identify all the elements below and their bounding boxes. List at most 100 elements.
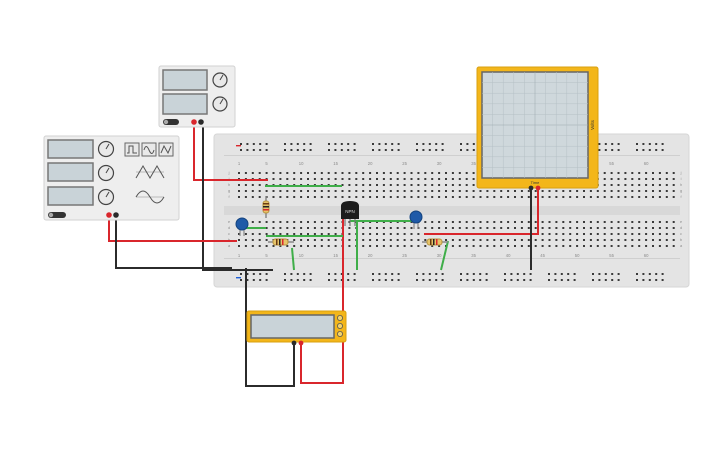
breadboard-hole[interactable]: [244, 239, 247, 241]
breadboard-hole[interactable]: [334, 143, 337, 145]
breadboard-hole[interactable]: [569, 196, 572, 198]
breadboard-hole[interactable]: [334, 196, 337, 198]
mode-a-icon[interactable]: [336, 314, 343, 321]
breadboard-hole[interactable]: [472, 273, 475, 275]
breadboard-hole[interactable]: [514, 190, 516, 192]
multimeter[interactable]: [246, 310, 347, 346]
breadboard-hole[interactable]: [576, 227, 579, 229]
breadboard-hole[interactable]: [286, 245, 289, 247]
breadboard-hole[interactable]: [583, 196, 585, 198]
breadboard-hole[interactable]: [445, 178, 447, 180]
breadboard-hole[interactable]: [438, 227, 441, 229]
breadboard-hole[interactable]: [523, 273, 526, 275]
breadboard-hole[interactable]: [244, 233, 247, 235]
breadboard-hole[interactable]: [624, 196, 627, 198]
breadboard-hole[interactable]: [624, 245, 627, 247]
breadboard-hole[interactable]: [307, 178, 309, 180]
breadboard-hole[interactable]: [320, 239, 323, 241]
breadboard-hole[interactable]: [424, 245, 427, 247]
breadboard-hole[interactable]: [603, 172, 606, 174]
breadboard-hole[interactable]: [309, 149, 312, 151]
breadboard-hole[interactable]: [665, 196, 668, 198]
breadboard-hole[interactable]: [246, 273, 249, 275]
breadboard-hole[interactable]: [309, 273, 312, 275]
power-supply-knob-bottom[interactable]: [212, 96, 228, 112]
breadboard-hole[interactable]: [424, 239, 427, 241]
breadboard-hole[interactable]: [320, 221, 323, 223]
breadboard-hole[interactable]: [624, 178, 627, 180]
breadboard-hole[interactable]: [541, 227, 544, 229]
breadboard-hole[interactable]: [631, 172, 634, 174]
breadboard-hole[interactable]: [500, 190, 503, 192]
breadboard-hole[interactable]: [417, 178, 420, 180]
breadboard-hole[interactable]: [555, 190, 558, 192]
breadboard-hole[interactable]: [665, 178, 668, 180]
breadboard-hole[interactable]: [286, 178, 289, 180]
breadboard-hole[interactable]: [362, 239, 365, 241]
breadboard-hole[interactable]: [589, 245, 592, 247]
breadboard-hole[interactable]: [313, 190, 316, 192]
breadboard-hole[interactable]: [313, 172, 316, 174]
breadboard-hole[interactable]: [555, 221, 558, 223]
breadboard-hole[interactable]: [272, 221, 275, 223]
breadboard-hole[interactable]: [327, 221, 330, 223]
breadboard-hole[interactable]: [672, 184, 675, 186]
breadboard-hole[interactable]: [396, 178, 399, 180]
breadboard-hole[interactable]: [265, 273, 268, 275]
breadboard-hole[interactable]: [286, 227, 289, 229]
breadboard-hole[interactable]: [435, 143, 438, 145]
breadboard-hole[interactable]: [417, 233, 420, 235]
breadboard-hole[interactable]: [251, 196, 254, 198]
breadboard-hole[interactable]: [472, 172, 475, 174]
mode-ohm-icon[interactable]: [336, 330, 343, 337]
breadboard-hole[interactable]: [279, 178, 282, 180]
breadboard-hole[interactable]: [589, 239, 592, 241]
breadboard-hole[interactable]: [569, 227, 572, 229]
breadboard-hole[interactable]: [569, 239, 572, 241]
breadboard-hole[interactable]: [300, 196, 303, 198]
breadboard-hole[interactable]: [384, 273, 387, 275]
breadboard-hole[interactable]: [479, 239, 482, 241]
breadboard-hole[interactable]: [327, 245, 330, 247]
breadboard-hole[interactable]: [441, 273, 444, 275]
breadboard-hole[interactable]: [293, 172, 296, 174]
breadboard-hole[interactable]: [389, 196, 392, 198]
breadboard-hole[interactable]: [466, 279, 469, 281]
breadboard-hole[interactable]: [516, 279, 519, 281]
breadboard-hole[interactable]: [596, 190, 599, 192]
breadboard-hole[interactable]: [265, 245, 268, 247]
breadboard-hole[interactable]: [348, 239, 351, 241]
breadboard-hole[interactable]: [422, 149, 425, 151]
breadboard-hole[interactable]: [362, 190, 365, 192]
breadboard-hole[interactable]: [479, 221, 482, 223]
breadboard-hole[interactable]: [328, 143, 330, 145]
breadboard-hole[interactable]: [422, 143, 425, 145]
breadboard-hole[interactable]: [376, 227, 378, 229]
breadboard-hole[interactable]: [658, 196, 661, 198]
breadboard-hole[interactable]: [589, 190, 592, 192]
breadboard-hole[interactable]: [541, 196, 544, 198]
breadboard-hole[interactable]: [258, 184, 261, 186]
breadboard-hole[interactable]: [569, 233, 572, 235]
breadboard-hole[interactable]: [296, 149, 299, 151]
breadboard-hole[interactable]: [534, 190, 537, 192]
wire-power-red[interactable]: [193, 122, 268, 181]
breadboard-hole[interactable]: [665, 184, 668, 186]
breadboard-hole[interactable]: [303, 143, 306, 145]
wire-jumper-gnd-b[interactable]: [440, 240, 449, 271]
breadboard-hole[interactable]: [655, 149, 658, 151]
breadboard-hole[interactable]: [396, 227, 399, 229]
breadboard-hole[interactable]: [562, 196, 565, 198]
breadboard-hole[interactable]: [396, 184, 399, 186]
breadboard-hole[interactable]: [397, 279, 400, 281]
sine-wave-icon[interactable]: [141, 142, 157, 157]
breadboard-hole[interactable]: [244, 245, 247, 247]
breadboard-hole[interactable]: [293, 233, 296, 235]
breadboard-hole[interactable]: [445, 196, 447, 198]
breadboard-hole[interactable]: [541, 190, 544, 192]
breadboard-hole[interactable]: [458, 178, 461, 180]
breadboard-hole[interactable]: [320, 227, 323, 229]
breadboard-hole[interactable]: [541, 239, 544, 241]
breadboard-hole[interactable]: [658, 227, 661, 229]
breadboard-hole[interactable]: [334, 172, 337, 174]
